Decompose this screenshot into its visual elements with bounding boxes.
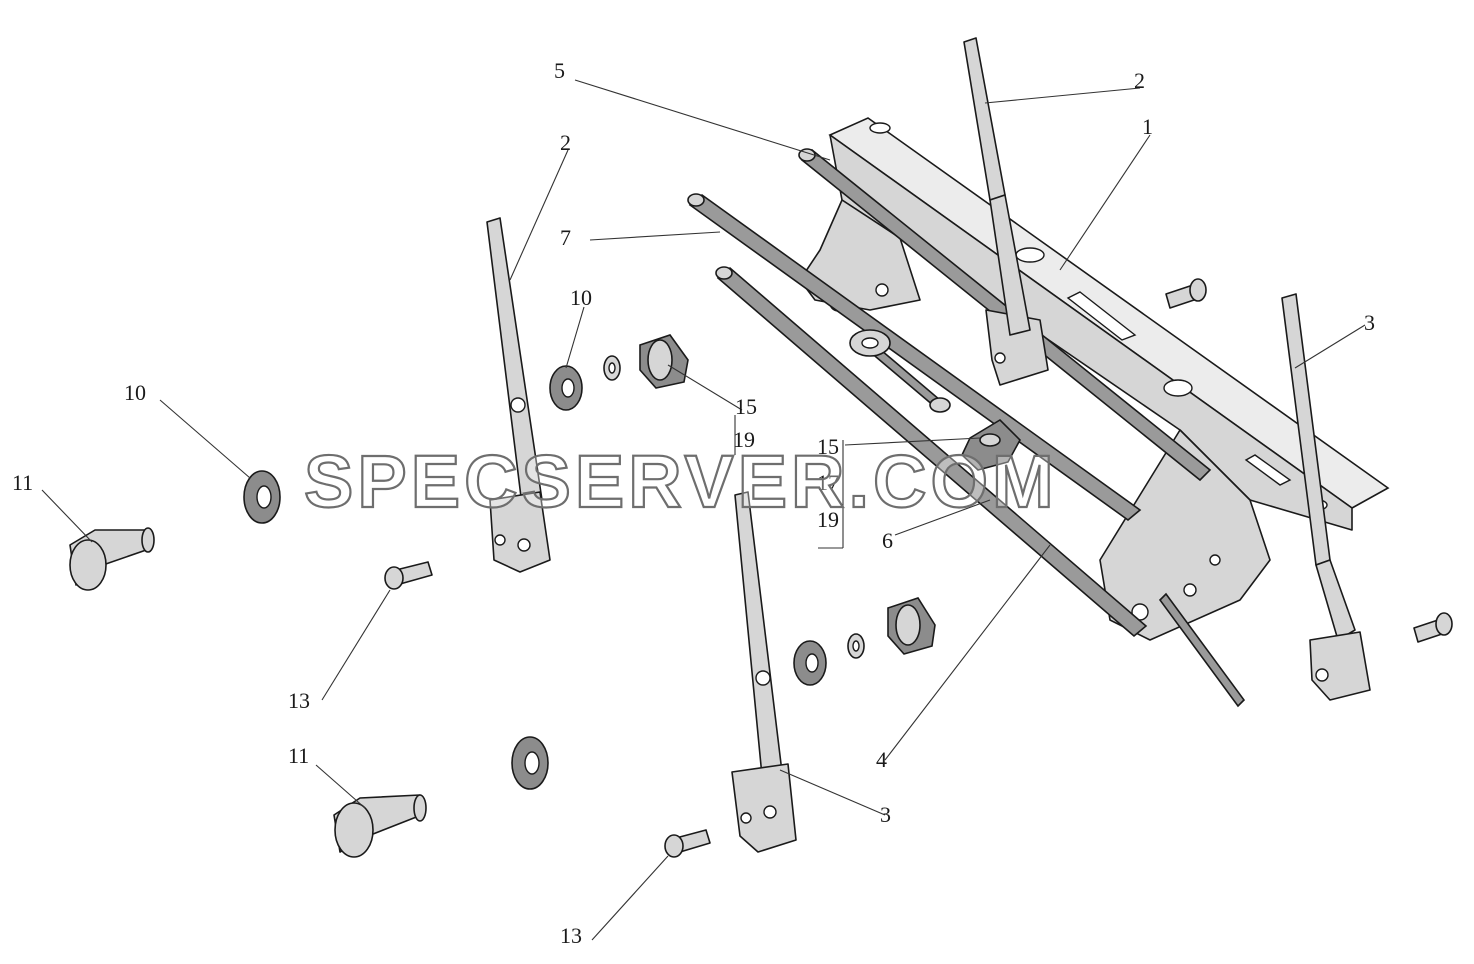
- frame-hardware: [849, 329, 1021, 471]
- callout-15-a: 15: [735, 394, 757, 419]
- callout-numbers: 1 2 2 3 3 4 5 6 7 10 10 11 11 13 13 15 1…: [12, 58, 1375, 948]
- callout-2-left: 2: [560, 130, 571, 155]
- callout-7: 7: [560, 225, 571, 250]
- callout-13-bottom: 13: [560, 923, 582, 948]
- lever-2-top: [963, 37, 1049, 386]
- callout-15-b: 15: [817, 434, 839, 459]
- callout-19-a: 19: [733, 427, 755, 452]
- screw-13-top: [384, 561, 433, 590]
- callout-4: 4: [876, 747, 887, 772]
- tie-rod: [1158, 592, 1246, 708]
- callout-1: 1: [1142, 114, 1153, 139]
- watermark-text: SPECSERVER.COM: [304, 440, 1058, 523]
- callout-3-right: 3: [1364, 310, 1375, 335]
- callout-19-b: 19: [817, 507, 839, 532]
- lever-2-left: [486, 217, 551, 573]
- callout-11-top: 11: [12, 470, 33, 495]
- callout-6: 6: [882, 528, 893, 553]
- bolt-11-top: [69, 527, 155, 591]
- screw-right-top: [1165, 278, 1207, 309]
- callout-17-b: 17: [817, 470, 839, 495]
- bolt-11-bottom: [333, 794, 427, 858]
- loose-hardware: [69, 278, 1453, 858]
- screw-right-bottom: [1413, 612, 1453, 643]
- leader-lines: [41, 79, 1366, 941]
- lever-3-right: [1281, 293, 1371, 701]
- callout-10-mid: 10: [570, 285, 592, 310]
- callout-11-bottom: 11: [288, 743, 309, 768]
- callout-3-bottom: 3: [880, 802, 891, 827]
- callout-2-top: 2: [1134, 68, 1145, 93]
- callout-10-left: 10: [124, 380, 146, 405]
- lever-3-bottom: [731, 491, 797, 853]
- screw-13-bottom: [664, 829, 711, 858]
- callout-13-top: 13: [288, 688, 310, 713]
- callout-5: 5: [554, 58, 565, 83]
